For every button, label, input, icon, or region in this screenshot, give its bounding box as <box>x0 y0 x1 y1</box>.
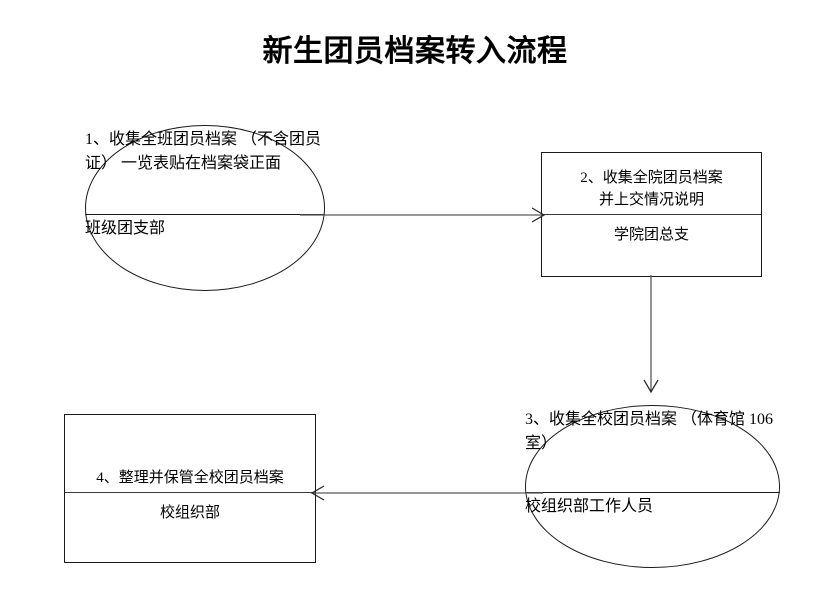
flow-node-2[interactable]: 2、收集全院团员档案 并上交情况说明 学院团总支 <box>541 152 762 277</box>
node-4-body-text: 4、整理并保管全校团员档案 <box>96 470 284 486</box>
node-1-body-text: 1、收集全班团员档案 （不含团员证） 一览表贴在档案袋正面 <box>85 131 322 172</box>
arrow-node2-to-node3 <box>640 275 662 397</box>
flow-node-4[interactable]: 4、整理并保管全校团员档案 校组织部 <box>64 414 316 563</box>
node-3-ellipse-outline <box>525 405 780 568</box>
node-1-ellipse-outline <box>85 125 325 291</box>
node-2-body-text: 2、收集全院团员档案 并上交情况说明 <box>580 170 723 208</box>
flow-node-3[interactable]: 3、收集全校团员档案 （体育馆 106 室） 校组织部工作人员 <box>525 405 780 568</box>
node-4-actor-text: 校组织部 <box>159 505 220 521</box>
page-title: 新生团员档案转入流程 <box>262 35 568 68</box>
node-1-actor-text: 班级团支部 <box>85 220 166 237</box>
node-3-body-text: 3、收集全校团员档案 （体育馆 106 室） <box>525 411 774 452</box>
node-2-actor-text: 学院团总支 <box>613 227 689 243</box>
node-2-divider <box>542 214 761 215</box>
node-4-divider <box>65 492 315 493</box>
arrow-node1-to-node2 <box>300 204 550 226</box>
node-3-actor-text: 校组织部工作人员 <box>525 498 654 515</box>
flow-node-1[interactable]: 1、收集全班团员档案 （不含团员证） 一览表贴在档案袋正面 班级团支部 <box>85 125 325 291</box>
arrow-node3-to-node4 <box>308 482 543 504</box>
node-3-divider <box>525 492 780 493</box>
node-1-divider <box>85 214 325 215</box>
